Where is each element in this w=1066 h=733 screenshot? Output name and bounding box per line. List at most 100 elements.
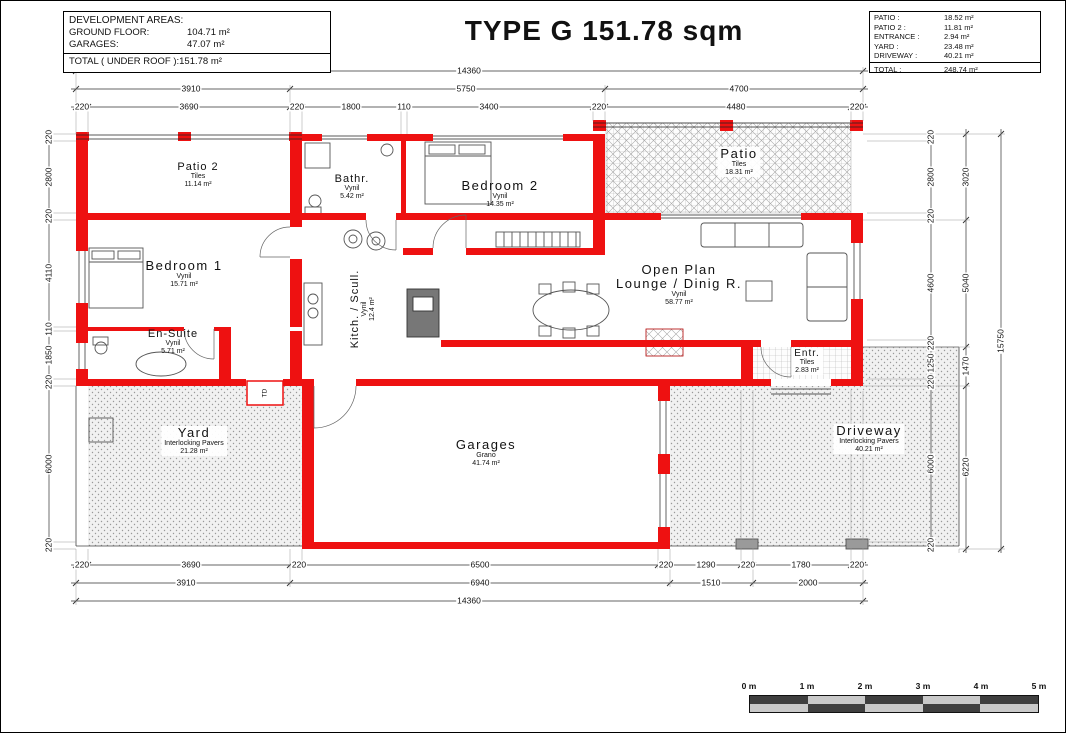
dim-label: 1290: [695, 559, 717, 570]
room-name: Driveway: [836, 423, 902, 438]
room-label-ensuite: En-Suite Vynil 5.71 m²: [148, 328, 198, 356]
dev-row-label: GROUND FLOOR:: [69, 27, 150, 38]
dev-box-title: DEVELOPMENT AREAS:: [69, 15, 184, 26]
dim-label: 1250: [925, 352, 936, 374]
dim-label: 110: [396, 101, 412, 112]
room-label-patio: Patio Tiles 18.31 m²: [717, 146, 761, 177]
dev-row-value: 47.07 m²: [187, 39, 225, 50]
room-name: Bedroom 1: [145, 258, 223, 273]
room-name: Bathr.: [334, 173, 370, 185]
room-name: Open Plan: [641, 262, 717, 277]
room-area: 5.42 m²: [340, 193, 364, 200]
dim-label: 1780: [790, 559, 812, 570]
dim-label: 220: [43, 373, 54, 391]
dim-label: 220: [288, 101, 306, 112]
dim-label: 1510: [700, 577, 722, 588]
room-label-patio2: Patio 2 Tiles 11.14 m²: [177, 161, 218, 189]
area-row-value: 18.52 m²: [944, 13, 974, 22]
room-finish: Vynil: [344, 185, 360, 192]
dim-label: 220: [925, 334, 936, 352]
room-label-bedroom1: Bedroom 1 Vynil 15.71 m²: [145, 259, 222, 289]
room-label-garages: Garages Grano 41.74 m²: [456, 438, 516, 468]
dim-label: 6940: [469, 577, 491, 588]
room-area: 2.83 m²: [795, 367, 819, 374]
dim-label: 3690: [178, 101, 200, 112]
room-name: Garages: [455, 437, 517, 452]
room-name: Bedroom 2: [461, 178, 539, 193]
area-row-value: 11.81 m²: [944, 22, 974, 32]
room-area: 5.71 m²: [161, 348, 185, 355]
scale-segment: [750, 704, 808, 712]
scale-label: 1 m: [799, 681, 815, 691]
dim-label: 220: [290, 559, 308, 570]
room-name: Patio 2: [177, 161, 219, 173]
room-finish: Tiles: [799, 359, 815, 366]
dev-row-value: 104.71 m²: [187, 27, 230, 38]
area-row-label: YARD :: [874, 41, 899, 51]
dim-label: 220: [925, 536, 936, 554]
dev-box-row: GARAGES: 47.07 m²: [64, 39, 330, 51]
scale-segment: [980, 696, 1038, 704]
dim-label: 4110: [43, 262, 54, 284]
scale-segment: [865, 704, 923, 712]
dev-box-row: GROUND FLOOR: 104.71 m²: [64, 27, 330, 39]
dim-label: 220: [848, 559, 866, 570]
dim-label: 220: [739, 559, 757, 570]
dim-label: 220: [925, 128, 936, 146]
room-area: 14.35 m²: [486, 201, 514, 208]
dim-label: 15750: [995, 328, 1006, 354]
dim-label: 4600: [925, 272, 936, 294]
hatch-layer: [88, 122, 959, 546]
boundary-lines: [75, 346, 960, 547]
room-area: 11.14 m²: [184, 181, 212, 188]
scale-segment: [865, 696, 923, 704]
page-title: TYPE G 151.78 sqm: [464, 15, 744, 46]
scale-segment: [980, 704, 1038, 712]
room-name: Yard: [177, 425, 211, 440]
scale-label: 3 m: [915, 681, 931, 691]
dev-row-label: GARAGES:: [69, 39, 119, 50]
scale-segment: [750, 696, 808, 704]
scale-bar-graphic: [749, 695, 1039, 713]
appliance-niche: [246, 380, 284, 406]
room-area: 41.74 m²: [472, 460, 500, 467]
room-name: Lounge / Dinig R.: [616, 276, 742, 291]
dim-label: 2000: [797, 577, 819, 588]
dim-label: 3910: [175, 577, 197, 588]
room-finish: Vynil: [176, 273, 192, 280]
dim-label: 3690: [180, 559, 202, 570]
dim-label: 110: [43, 321, 54, 337]
dim-label: 1800: [340, 101, 362, 112]
room-label-yard: Yard Interlocking Pavers 21.28 m²: [161, 426, 227, 456]
dim-label: 6220: [960, 456, 971, 478]
dim-label: 14360: [456, 595, 482, 606]
room-area: 12.4 m²: [369, 297, 376, 321]
dim-label: 4700: [728, 83, 750, 94]
room-finish: Vynil: [361, 301, 368, 317]
scale-label: 2 m: [857, 681, 873, 691]
scale-segment: [922, 696, 981, 704]
room-finish: Tiles: [190, 173, 206, 180]
room-name: Entr.: [794, 348, 820, 359]
dim-label: 220: [43, 128, 54, 146]
room-finish: Grano: [476, 452, 496, 459]
scale-segment: [922, 704, 981, 712]
room-name: Patio: [720, 146, 758, 161]
dim-label: 3400: [478, 101, 500, 112]
furniture-layer: [88, 141, 869, 550]
room-area: 40.21 m²: [855, 446, 883, 453]
scale-label: 5 m: [1031, 681, 1047, 691]
dim-label: 6000: [925, 453, 936, 475]
area-row-label: PATIO 2 :: [874, 22, 906, 32]
room-finish: Vynil: [492, 193, 508, 200]
room-finish: Vynil: [671, 291, 687, 298]
room-finish: Vynil: [165, 340, 181, 347]
dim-label: 220: [925, 207, 936, 225]
dim-label: 3020: [960, 166, 971, 188]
room-area: 21.28 m²: [180, 448, 208, 455]
dim-label: 14360: [456, 65, 482, 76]
dim-label: 220: [657, 559, 675, 570]
area-row-value: 2.94 m²: [944, 32, 970, 41]
dim-label: 6000: [43, 453, 54, 475]
room-label-lounge: Open Plan Lounge / Dinig R. Vynil 58.77 …: [616, 263, 742, 307]
